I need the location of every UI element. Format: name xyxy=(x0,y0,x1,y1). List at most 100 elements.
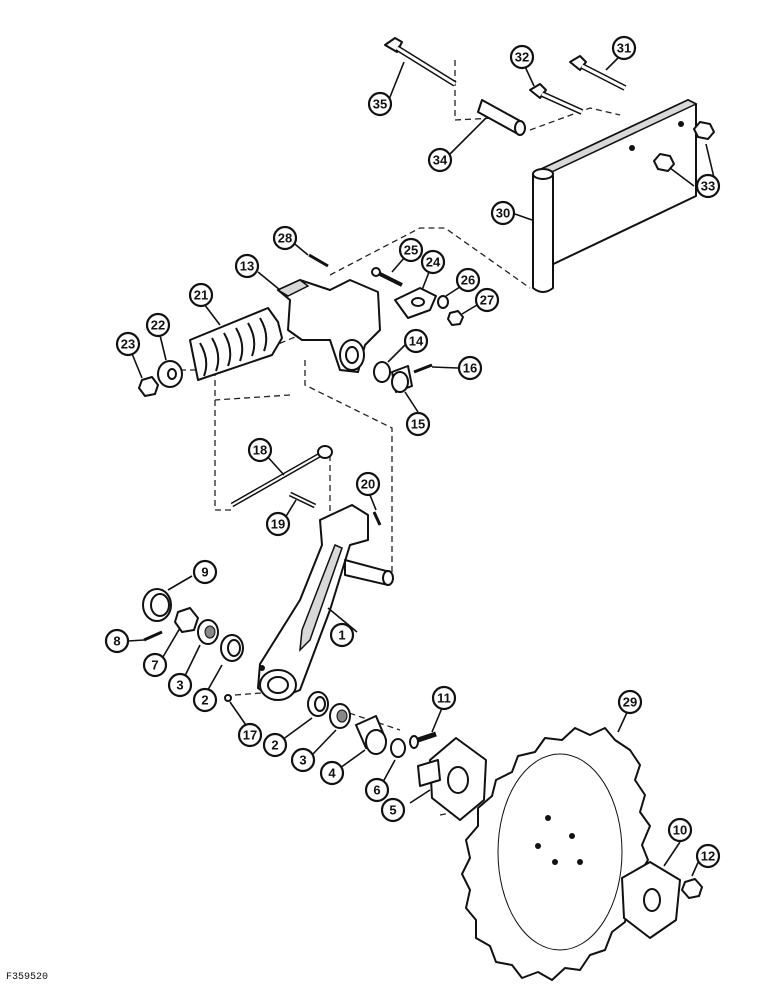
callout-2: 2 xyxy=(192,687,218,713)
callout-label: 5 xyxy=(389,803,396,818)
callout-13: 13 xyxy=(234,253,260,279)
callout-label: 34 xyxy=(433,153,448,168)
part-17-fitting xyxy=(224,694,232,702)
part-20-pin xyxy=(372,511,382,526)
part-8-pin xyxy=(143,630,163,642)
callout-label: 24 xyxy=(426,255,441,270)
callout-label: 21 xyxy=(194,288,208,303)
callout-label: 8 xyxy=(113,634,120,649)
callout-label: 26 xyxy=(461,273,475,288)
callout-18: 18 xyxy=(247,437,273,463)
callout-label: 32 xyxy=(515,50,529,65)
part-25-bolt xyxy=(371,267,403,287)
callout-12: 12 xyxy=(695,843,721,869)
callout-28: 28 xyxy=(272,225,298,251)
callout-26: 26 xyxy=(455,267,481,293)
callout-33: 33 xyxy=(695,173,721,199)
part-3-bearing-left xyxy=(197,619,219,645)
callout-1: 1 xyxy=(329,622,355,648)
part-18-rod xyxy=(230,445,333,508)
part-26-washer xyxy=(437,295,449,309)
callout-label: 22 xyxy=(151,318,165,333)
callout-label: 30 xyxy=(496,206,510,221)
part-10-outer-plate xyxy=(621,861,681,939)
part-33-nuts xyxy=(653,121,715,172)
part-7-nut xyxy=(174,607,199,633)
part-34-spacer xyxy=(477,99,526,136)
callout-label: 3 xyxy=(299,753,306,768)
callout-label: 14 xyxy=(409,334,424,349)
callout-27: 27 xyxy=(474,287,500,313)
part-32-bolt xyxy=(529,83,584,115)
part-28-pin xyxy=(308,253,329,268)
part-16-pin xyxy=(413,363,433,374)
part-2-cup-right xyxy=(307,691,329,717)
callout-4: 4 xyxy=(319,760,345,786)
part-23-nut xyxy=(138,376,159,397)
callout-label: 7 xyxy=(151,658,158,673)
callout-23: 23 xyxy=(115,331,141,357)
callout-17: 17 xyxy=(237,722,263,748)
callout-19: 19 xyxy=(265,511,291,537)
callout-2: 2 xyxy=(262,732,288,758)
callout-30: 30 xyxy=(490,200,516,226)
callout-label: 28 xyxy=(278,231,292,246)
callout-10: 10 xyxy=(667,817,693,843)
part-9-seal xyxy=(142,588,172,622)
part-2-cup-left xyxy=(220,634,244,662)
callout-35: 35 xyxy=(367,91,393,117)
callout-label: 1 xyxy=(338,628,345,643)
callout-5: 5 xyxy=(380,797,406,823)
part-27-nut xyxy=(447,310,464,326)
part-3-bearing-right xyxy=(329,703,351,729)
part-30-frame-bracket xyxy=(532,99,698,293)
callout-label: 11 xyxy=(437,691,451,706)
callout-7: 7 xyxy=(142,652,168,678)
callout-9: 9 xyxy=(192,559,218,585)
callout-label: 23 xyxy=(121,337,135,352)
callouts: 1 2 2 3 3 4 5 6 7 8 9 10 11 12 13 14 15 … xyxy=(104,35,721,869)
callout-label: 19 xyxy=(271,517,285,532)
part-31-bolt xyxy=(569,55,627,91)
callout-label: 10 xyxy=(673,823,687,838)
callout-20: 20 xyxy=(355,471,381,497)
part-14-ring xyxy=(373,361,391,383)
callout-15: 15 xyxy=(405,411,431,437)
callout-11: 11 xyxy=(431,685,457,711)
callout-label: 20 xyxy=(361,477,375,492)
callout-label: 2 xyxy=(201,693,208,708)
callout-label: 33 xyxy=(701,179,715,194)
part-15-bushing xyxy=(391,365,413,393)
callout-label: 16 xyxy=(463,361,477,376)
callout-31: 31 xyxy=(611,35,637,61)
callout-24: 24 xyxy=(420,249,446,275)
figure-code: F359520 xyxy=(6,972,49,983)
callout-label: 15 xyxy=(411,417,425,432)
callout-label: 3 xyxy=(176,678,183,693)
callout-16: 16 xyxy=(457,355,483,381)
callout-14: 14 xyxy=(403,328,429,354)
part-29-disc-wheel xyxy=(461,727,651,981)
callout-8: 8 xyxy=(104,628,130,654)
callout-label: 31 xyxy=(617,41,631,56)
callout-label: 12 xyxy=(701,849,715,864)
part-6-washer xyxy=(390,738,406,758)
callout-label: 17 xyxy=(243,728,257,743)
part-22-washer xyxy=(157,360,183,388)
callout-label: 2 xyxy=(271,738,278,753)
part-24-clamp xyxy=(394,287,437,319)
callout-32: 32 xyxy=(509,44,535,70)
part-19-pin xyxy=(288,491,317,509)
part-35-long-bolt xyxy=(384,37,457,87)
callout-label: 35 xyxy=(373,97,387,112)
callout-label: 9 xyxy=(201,565,208,580)
callout-label: 4 xyxy=(328,766,336,781)
part-1-arm xyxy=(257,504,394,701)
callout-label: 27 xyxy=(480,293,494,308)
callout-label: 18 xyxy=(253,443,267,458)
part-5-hub-plate xyxy=(417,737,487,821)
callout-label: 6 xyxy=(373,783,380,798)
callout-22: 22 xyxy=(145,312,171,338)
callout-3: 3 xyxy=(290,747,316,773)
